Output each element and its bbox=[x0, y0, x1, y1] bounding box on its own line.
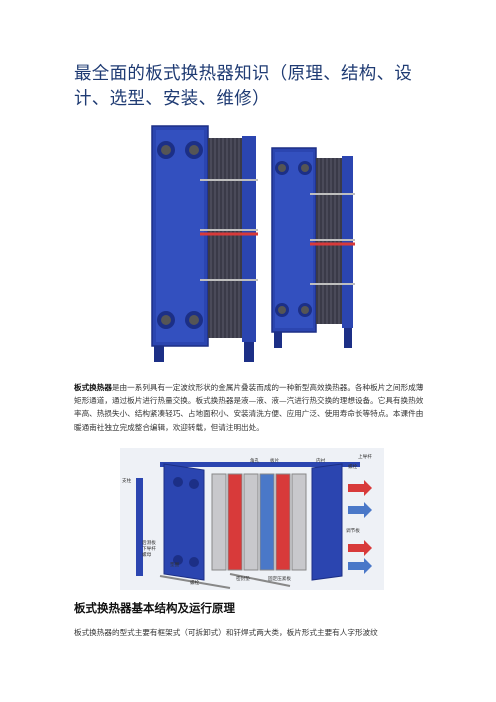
label-corner-hole: 角孔 bbox=[250, 457, 260, 464]
section-paragraph: 板式换热器的型式主要有框架式（可拆卸式）和钎焊式两大类，板片形式主要有人字形波纹 bbox=[74, 628, 378, 637]
section-heading: 板式换热器基本结构及运行原理 bbox=[74, 601, 235, 615]
intro-text: 是由一系列具有一定波纹形状的金属片叠装而成的一种新型高效换热器。各种板片之间形成… bbox=[74, 383, 424, 432]
label-nut: 螺母 bbox=[142, 551, 152, 558]
plate-heat-exchanger-photo bbox=[151, 125, 355, 362]
label-upper-guide-bar: 上导杆 bbox=[358, 453, 372, 460]
exchanger-unit-left bbox=[151, 125, 258, 362]
structure-diagram: 支柱 后测板 下导杆 螺母 垫圈 螺栓 角孔 板片 密封垫 固定压紧板 上导杆 … bbox=[120, 448, 384, 590]
label-rear-press-plate: 后测板 bbox=[142, 539, 156, 546]
label-fixed-press-plate: 固定压紧板 bbox=[268, 575, 291, 582]
label-washer: 垫圈 bbox=[170, 561, 180, 568]
document-title: 最全面的板式换热器知识（原理、结构、设计、选型、安装、维修） bbox=[74, 64, 413, 109]
intro-bold-term: 板式换热器 bbox=[74, 383, 112, 392]
label-gasket: 密封垫 bbox=[236, 575, 250, 582]
exchanger-unit-right bbox=[271, 147, 355, 348]
label-bolt-2: 螺栓 bbox=[348, 463, 358, 470]
label-bolt: 螺栓 bbox=[190, 579, 200, 586]
label-support-column: 支柱 bbox=[122, 477, 132, 484]
label-lower-guide-bar: 下导杆 bbox=[142, 545, 156, 552]
label-inlet: 内衬 bbox=[316, 457, 326, 464]
intro-paragraph: 板式换热器是由一系列具有一定波纹形状的金属片叠装而成的一种新型高效换热器。各种板… bbox=[74, 381, 424, 434]
label-plate: 板片 bbox=[270, 457, 280, 464]
label-adjust-plate: 调节板 bbox=[346, 527, 360, 534]
